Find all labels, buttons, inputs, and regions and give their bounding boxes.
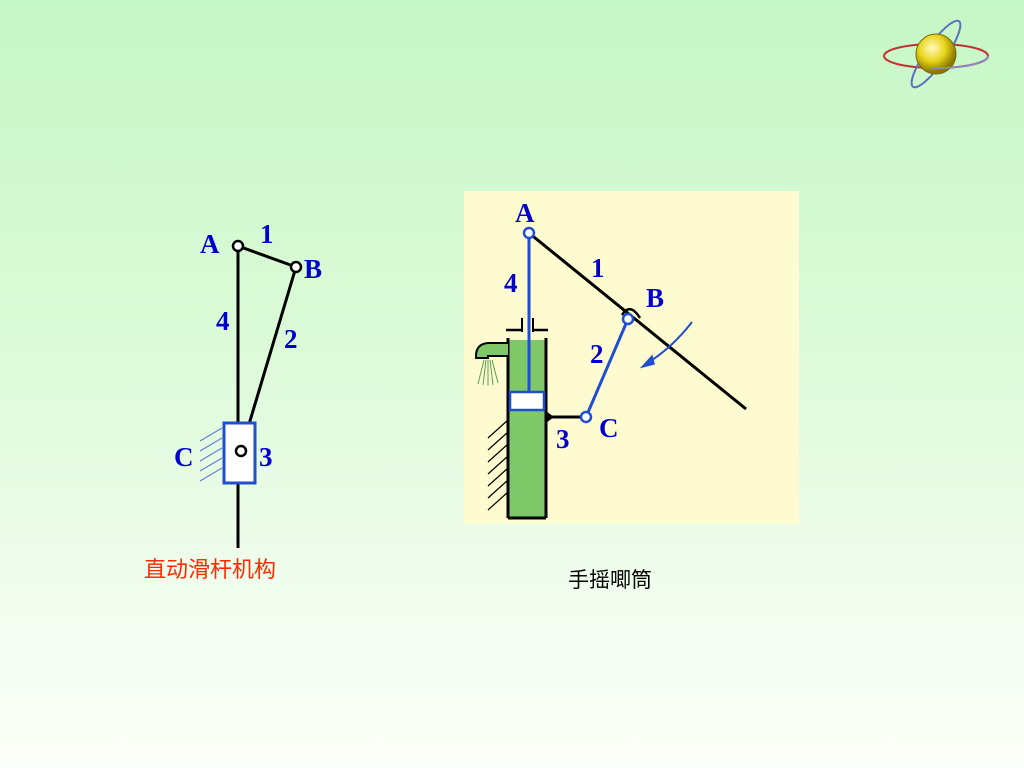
label-A: A	[515, 198, 535, 228]
label-4: 4	[504, 268, 518, 298]
link-1	[528, 231, 747, 411]
joint-C	[234, 444, 248, 458]
link-1	[237, 244, 297, 269]
joint-A	[522, 226, 536, 240]
piston-3	[508, 390, 546, 412]
label-3: 3	[259, 442, 273, 472]
link-2	[239, 266, 298, 452]
ground-hatch	[199, 427, 223, 482]
joint-C	[579, 410, 593, 424]
caption-slider-crank: 直动滑杆机构	[144, 558, 277, 583]
ground-hatch	[487, 419, 509, 511]
label-B: B	[304, 254, 322, 284]
label-2: 2	[590, 339, 604, 369]
caption-hand-pump: 手摇唧筒	[568, 568, 652, 592]
water	[508, 340, 546, 518]
globe-orbit-icon	[883, 19, 989, 89]
joint-A	[231, 239, 245, 253]
link-2	[584, 318, 630, 418]
label-4: 4	[216, 306, 230, 336]
label-C: C	[174, 442, 194, 472]
hand-pump-diagram: A 1 4 B 2 C 3	[464, 191, 799, 524]
label-A: A	[200, 229, 220, 259]
label-C: C	[599, 413, 619, 443]
joint-B	[621, 312, 635, 326]
label-B: B	[646, 283, 664, 313]
water-spray	[477, 359, 499, 386]
joint-B	[289, 260, 303, 274]
slider-crank-diagram: A 1 B 4 2 C 3	[174, 219, 322, 548]
label-1: 1	[591, 253, 605, 283]
label-3: 3	[556, 424, 570, 454]
label-2: 2	[284, 324, 298, 354]
label-1: 1	[260, 219, 274, 249]
